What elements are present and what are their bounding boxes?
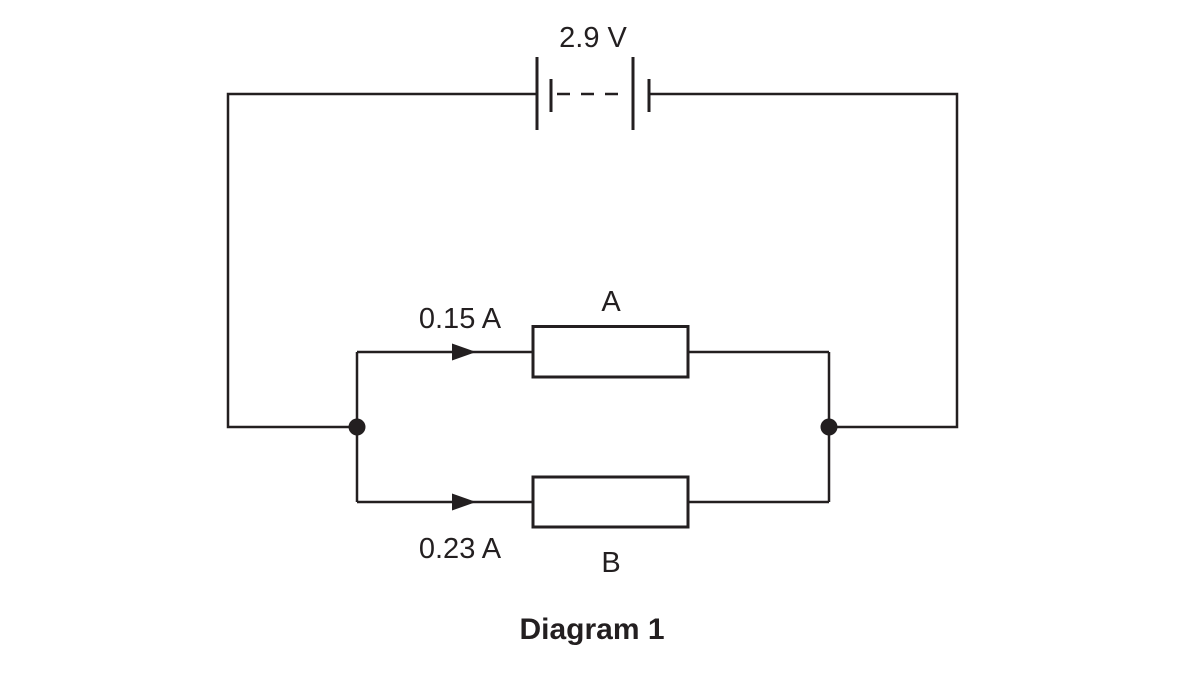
- branch-b-current-label: 0.23 A: [419, 533, 502, 565]
- branch-b-current-arrow-icon: [452, 493, 476, 511]
- resistor-b-box: [531, 475, 690, 529]
- right-junction-dot: [820, 418, 838, 436]
- left-junction-dot: [348, 418, 366, 436]
- branch-a-current-arrow-icon: [452, 343, 476, 361]
- outer-loop-right-wire: [649, 92, 959, 429]
- battery-symbol: [535, 57, 651, 130]
- figure-caption: Diagram 1: [519, 613, 664, 646]
- resistor-a-box: [531, 325, 690, 379]
- outer-loop-left-wire: [226, 92, 537, 429]
- resistor-a-label: A: [601, 286, 621, 318]
- branch-a-current-label: 0.15 A: [419, 303, 502, 335]
- battery-voltage-label: 2.9 V: [559, 22, 627, 54]
- resistor-b-label: B: [601, 547, 620, 579]
